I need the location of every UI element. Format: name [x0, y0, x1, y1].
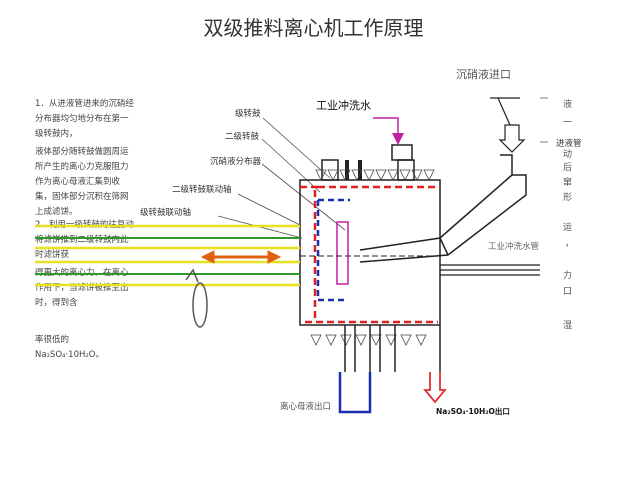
right-char-5: 窜 [563, 178, 573, 188]
right-char-2: 一 [563, 118, 573, 128]
label-distributor: 沉硝液分布器 [210, 157, 262, 167]
feed-pipe [359, 154, 527, 263]
red-drum [300, 185, 440, 324]
label-feed-pipe: 进液管 [556, 139, 582, 149]
label-mother-liquor-outlet: 离心母液出口 [280, 402, 332, 412]
label-second-shaft: 二级转鼓联动轴 [172, 185, 232, 195]
label-wash-pipe: 工业冲洗水管 [488, 242, 540, 252]
housing [299, 179, 441, 326]
label-first-shaft: 级转鼓联动轴 [140, 208, 192, 218]
wash-water-arrow [373, 117, 404, 145]
blue-drum [316, 198, 350, 302]
blue-outlet [338, 372, 372, 414]
label-first-drum: 级转鼓 [235, 109, 261, 119]
right-char-4: 后 [563, 163, 573, 173]
rotation-arrow [185, 268, 208, 328]
note-5: 率很低的Na₂SO₄·10H₂O。 [35, 335, 104, 360]
note-1: 1．从进液管进来的沉硝经分布器均匀地分布在第一级转鼓内， [35, 99, 134, 139]
right-char-10: 口 [563, 287, 573, 297]
distributor [336, 221, 349, 285]
note-2: 液体部分随转鼓做圆周运所产生的离心力克服阻力作为离心母液汇集到收集，固体部分沉积… [35, 147, 129, 217]
red-outlet [423, 372, 447, 404]
right-char-1: 液 [563, 100, 573, 110]
orange-double-arrow [200, 250, 282, 264]
label-feed-inlet: 沉硝液进口 [456, 68, 511, 81]
page-title: 双级推料离心机工作原理 [203, 16, 424, 40]
right-char-3: 动 [563, 150, 573, 160]
label-product-outlet: Na₂SO₄·10H₂O出口 [436, 407, 510, 416]
label-wash-water: 工业冲洗水 [316, 99, 371, 112]
right-char-11: 湿 [563, 321, 573, 331]
right-char-6: 形 [563, 193, 573, 203]
right-char-8: ， [565, 239, 575, 249]
label-second-drum: 二级转鼓 [225, 132, 260, 142]
right-char-7: 运 [563, 223, 573, 233]
right-char-9: 力 [563, 271, 573, 281]
